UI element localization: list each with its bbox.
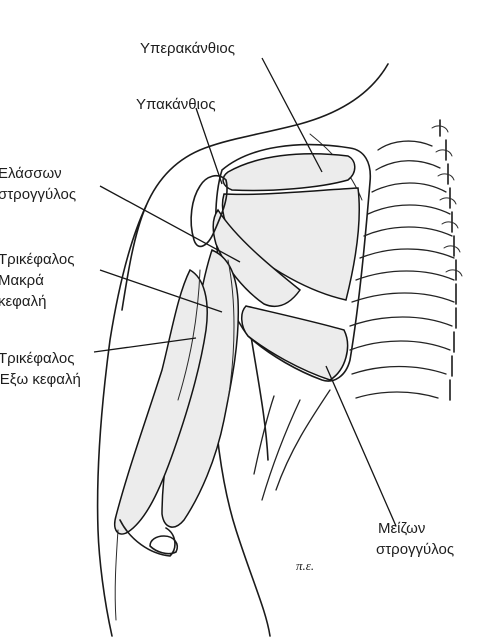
upper-arm [115,250,239,534]
spine [432,120,462,400]
label-teres-minor-line2: στρογγύλος [0,185,76,205]
elbow [115,520,177,620]
label-infraspinatus: Υπακάνθιος [136,95,216,115]
teres-major-muscle [242,306,348,380]
label-teres-minor-line1: Ελάσσων [0,164,62,184]
label-teres-major-line2: στρογγύλος [376,540,454,560]
supraspinatus-muscle [223,154,355,191]
label-triceps-long-line1: Τρικέφαλος [0,250,74,270]
label-triceps-lateral-line2: Έξω κεφαλή [0,370,81,390]
signature-mark: π.ε. [296,558,314,573]
label-supraspinatus: Υπερακάνθιος [140,39,235,59]
label-triceps-long-line2: Μακρά [0,271,44,291]
label-triceps-long-line3: κεφαλή [0,292,46,312]
label-teres-major-line1: Μείζων [378,519,425,539]
label-triceps-lateral-line1: Τρικέφαλος [0,349,74,369]
